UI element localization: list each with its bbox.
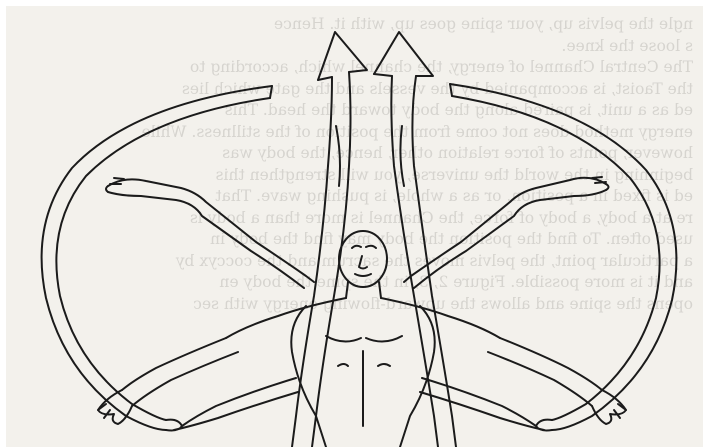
energy-flow-illustration xyxy=(6,6,703,447)
right-outer-curve-ribbon xyxy=(420,84,676,431)
left-upward-arrow xyxy=(292,32,367,447)
figure-torso xyxy=(226,298,500,447)
right-raised-arm xyxy=(404,177,609,288)
right-lower-arm xyxy=(488,338,626,424)
left-outer-curve-ribbon xyxy=(42,86,298,431)
figure-head xyxy=(339,231,387,298)
left-raised-arm xyxy=(106,178,314,288)
paper-background: ngle the pelvis up, your spine goes up, … xyxy=(6,6,703,447)
